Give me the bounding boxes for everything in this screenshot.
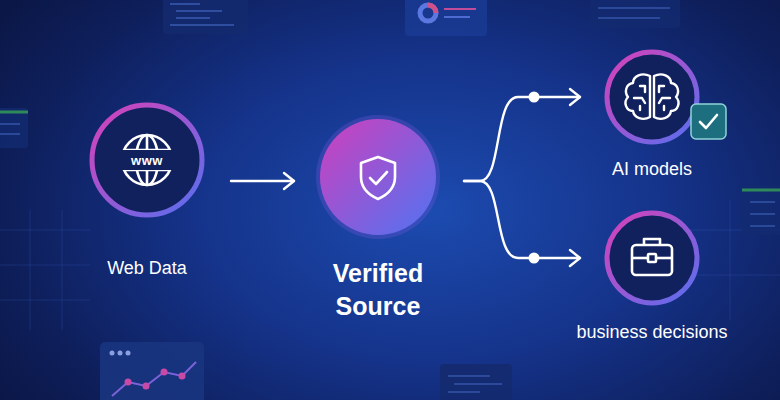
icon-text: www (131, 153, 163, 168)
arrow-head (570, 250, 580, 266)
circle-node: wwwWeb Data (89, 102, 205, 218)
connector (231, 173, 294, 189)
node-label: business decisions (576, 322, 727, 343)
junction-dot (529, 253, 540, 264)
circle-node: Verified Source (320, 119, 436, 235)
arrow-head (570, 89, 580, 105)
circle-node: AI models (604, 49, 700, 145)
globe-icon (122, 135, 172, 185)
circle-node: business decisions (604, 210, 700, 306)
circle-outline (320, 119, 436, 235)
circle-outline (604, 49, 700, 145)
briefcase-icon (632, 239, 672, 275)
brain-icon (626, 74, 679, 118)
donut-panel (405, 0, 487, 36)
circle-outline (604, 210, 700, 306)
code-panel (163, 0, 248, 34)
node-label: Verified Source (303, 257, 453, 323)
code-panel (440, 364, 512, 400)
junction-dot (529, 92, 540, 103)
node-label: Web Data (107, 258, 187, 279)
connector (464, 181, 580, 266)
connector (464, 89, 580, 181)
node-label: AI models (612, 159, 692, 180)
arrow-head (284, 173, 294, 189)
chart-panel (100, 342, 204, 400)
shield-icon (361, 157, 395, 199)
check-badge (691, 104, 726, 139)
